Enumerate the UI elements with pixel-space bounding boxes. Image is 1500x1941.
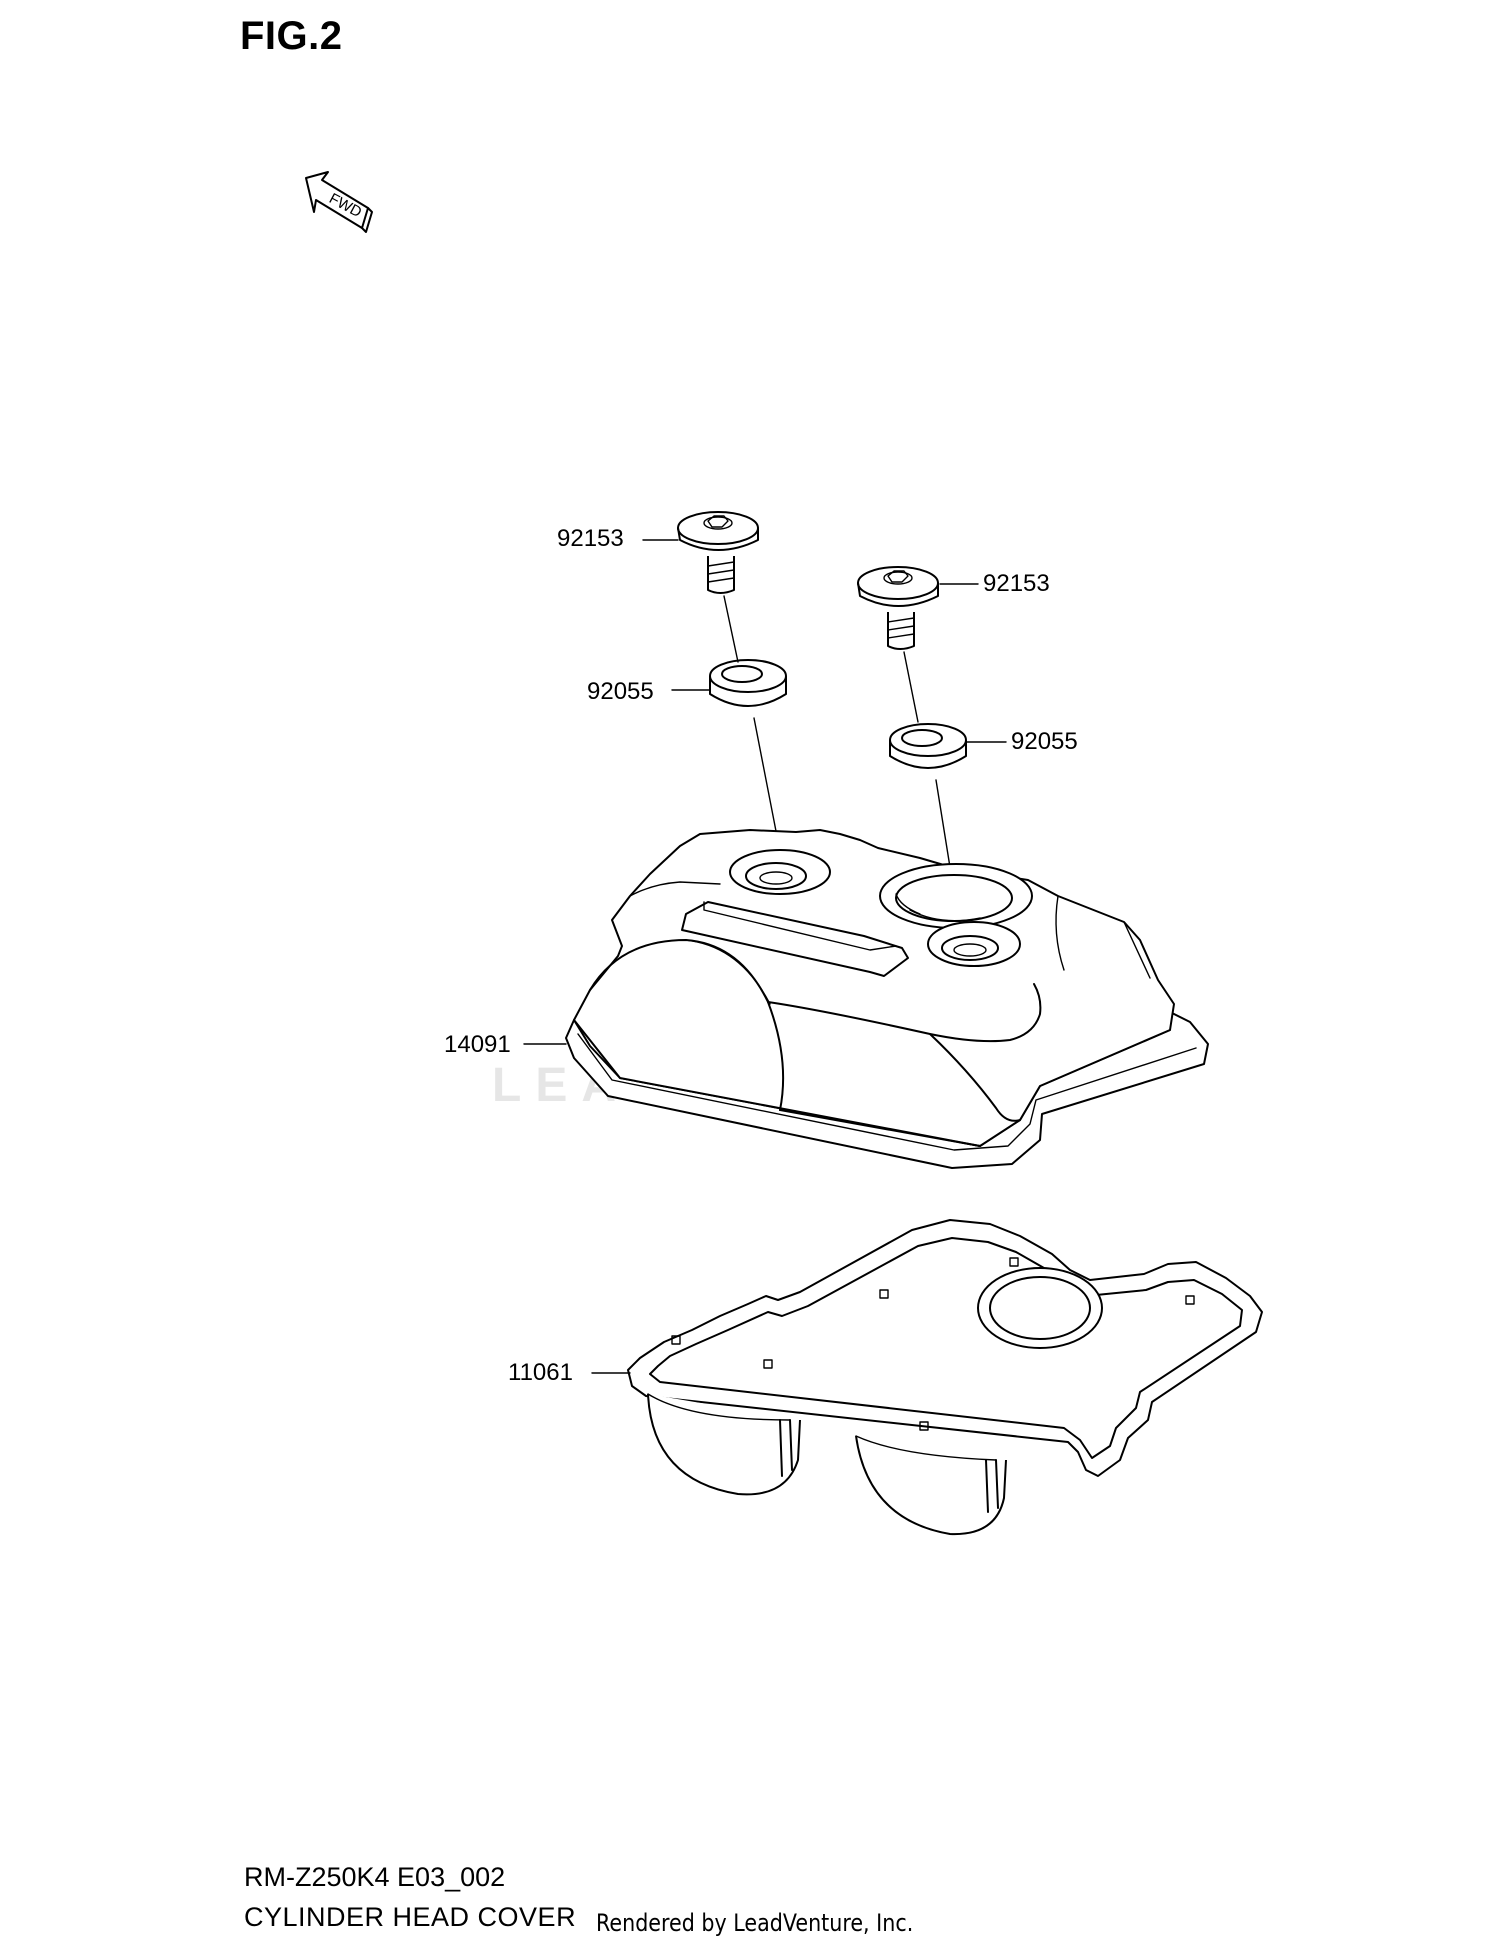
section-name: CYLINDER HEAD COVER <box>244 1902 577 1932</box>
render-credit: Rendered by LeadVenture, Inc. <box>596 1909 914 1937</box>
washer-right-drawing <box>889 723 967 769</box>
callout-washer-left: 92055 <box>587 678 654 705</box>
callout-gasket: 11061 <box>508 1359 573 1386</box>
bolt-left-drawing <box>677 511 759 594</box>
model-code: RM-Z250K4 E03_002 <box>244 1862 506 1892</box>
callout-bolt-left: 92153 <box>557 525 624 552</box>
washer-left-drawing <box>709 659 787 707</box>
bolt-right-drawing <box>857 566 939 650</box>
callout-washer-right: 92055 <box>1011 728 1078 755</box>
figure-title: FIG.2 <box>240 14 343 58</box>
fwd-arrow-icon: FWD <box>305 171 373 233</box>
gasket-drawing <box>627 1219 1263 1536</box>
callout-bolt-right: 92153 <box>983 570 1050 597</box>
callout-head-cover: 14091 <box>444 1031 511 1058</box>
head-cover-drawing <box>565 829 1209 1169</box>
leader-lines <box>523 539 1007 1374</box>
